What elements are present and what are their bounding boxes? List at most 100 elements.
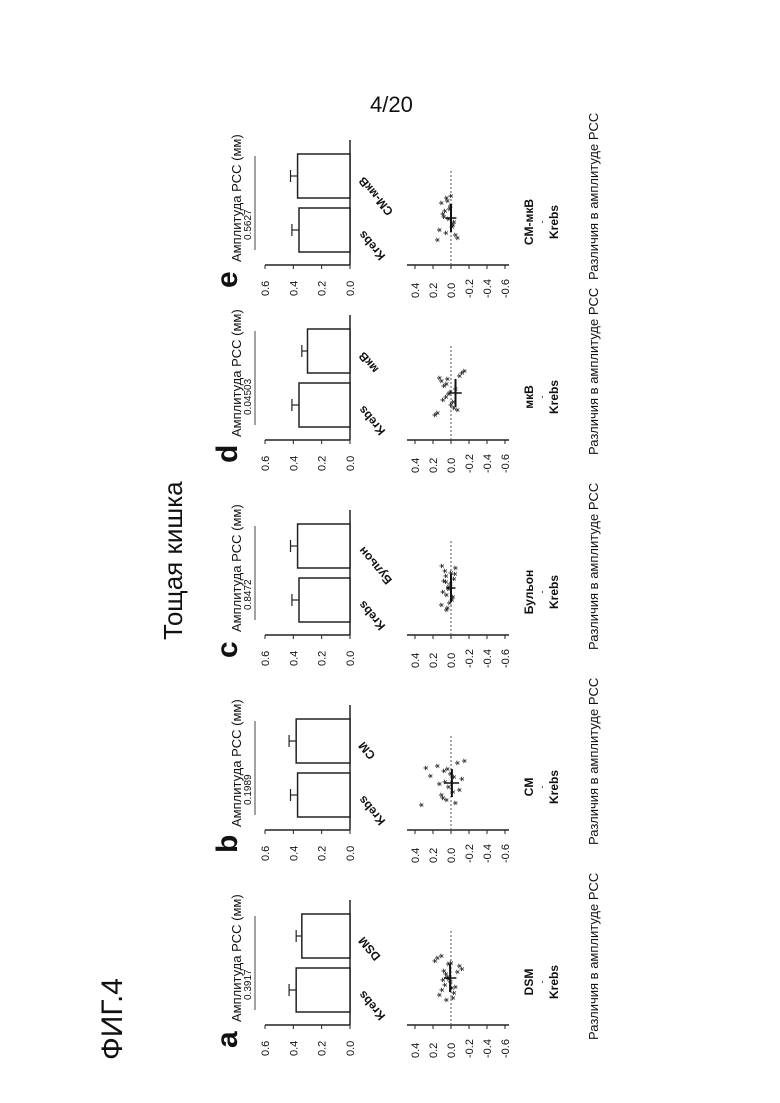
category-label: Krebs xyxy=(355,793,388,828)
diff-minus: - xyxy=(537,786,547,789)
category-label: Бульон xyxy=(356,544,395,587)
diff-point: * xyxy=(442,766,457,771)
diff-point: * xyxy=(452,969,467,974)
diff-tick-label: -0.4 xyxy=(482,844,494,863)
diff-tick-label: 0.0 xyxy=(446,458,458,473)
diff-point: * xyxy=(448,774,463,779)
panel-e: eАмплитуда PCC (мм)Различия в амплитуде … xyxy=(211,113,601,298)
diff-point: * xyxy=(454,787,469,792)
diff-point: * xyxy=(448,222,463,227)
diff-point: * xyxy=(416,802,431,807)
bar-tick-label: 0.0 xyxy=(345,846,357,861)
bar-tick-label: 0.2 xyxy=(317,1041,329,1056)
diff-vs-label: Krebs xyxy=(547,965,561,999)
category-label: Krebs xyxy=(355,228,388,263)
diff-tick-label: 0.0 xyxy=(446,283,458,298)
diff-group-label: CM-мкВ xyxy=(522,199,536,246)
ylabel-amplitude: Амплитуда PCC (мм) xyxy=(229,134,244,262)
diff-minus: - xyxy=(537,981,547,984)
diff-group-label: мкВ xyxy=(522,385,536,409)
diff-tick-label: 0.2 xyxy=(428,283,440,298)
bar-Krebs xyxy=(298,773,350,817)
p-value: 0.3917 xyxy=(243,969,254,1000)
panel-b: b Амплитуда PCC (мм) Различия в амплитуде … xyxy=(211,678,601,863)
category-label: Krebs xyxy=(355,598,388,633)
diff-point: * xyxy=(432,410,447,415)
diff-tick-label: 0.2 xyxy=(428,653,440,668)
diff-tick-label: -0.6 xyxy=(500,844,512,863)
diff-point: * xyxy=(440,579,455,584)
ylabel-difference: Различия в амплитуде PCC xyxy=(586,483,601,650)
bar-tick-label: 0.4 xyxy=(288,1041,300,1056)
p-value: 0.5627 xyxy=(243,209,254,240)
diff-tick-label: -0.4 xyxy=(482,454,494,473)
panel-letter: c xyxy=(211,641,244,658)
diff-tick-label: -0.6 xyxy=(500,649,512,668)
diff-point: * xyxy=(436,953,451,958)
bar-tick-label: 0.6 xyxy=(260,281,272,296)
ylabel-amplitude: Амплитуда PCC (мм) xyxy=(229,309,244,437)
panel-letter: e xyxy=(211,271,244,288)
bar-tick-label: 0.4 xyxy=(288,651,300,666)
diff-tick-label: -0.2 xyxy=(464,454,476,473)
diff-point: * xyxy=(440,230,455,235)
bar-tick-label: 0.0 xyxy=(345,456,357,471)
diff-tick-label: -0.2 xyxy=(464,844,476,863)
category-label: CM-мкВ xyxy=(355,174,396,219)
diff-tick-label: 0.2 xyxy=(428,458,440,473)
diff-minus: - xyxy=(537,221,547,224)
diff-point: * xyxy=(437,563,452,568)
diff-point: * xyxy=(447,985,462,990)
category-label: DSM xyxy=(356,934,384,963)
ylabel-amplitude: Амплитуда PCC (мм) xyxy=(229,504,244,632)
diff-tick-label: 0.2 xyxy=(428,1043,440,1058)
diff-tick-label: 0.0 xyxy=(446,653,458,668)
bar-tick-label: 0.2 xyxy=(317,281,329,296)
diff-minus: - xyxy=(537,396,547,399)
panel-letter: d xyxy=(211,445,244,463)
bar-Krebs xyxy=(299,578,350,622)
category-label: CM xyxy=(356,739,379,762)
diff-vs-label: Krebs xyxy=(547,770,561,804)
ylabel-amplitude: Амплитуда PCC (мм) xyxy=(229,699,244,827)
diff-tick-label: -0.6 xyxy=(500,279,512,298)
diff-vs-label: Krebs xyxy=(547,205,561,239)
diff-tick-label: -0.4 xyxy=(482,279,494,298)
diff-point: * xyxy=(459,758,474,763)
bar-tick-label: 0.0 xyxy=(345,281,357,296)
panel-c: c Амплитуда PCC (мм) Различия в амплитуде … xyxy=(211,483,601,668)
bar-tick-label: 0.2 xyxy=(317,846,329,861)
bar-tick-label: 0.0 xyxy=(345,1041,357,1056)
diff-tick-label: 0.2 xyxy=(428,848,440,863)
bar-tick-label: 0.6 xyxy=(260,456,272,471)
diff-tick-label: 0.4 xyxy=(410,653,422,668)
diff-minus: - xyxy=(537,591,547,594)
diff-tick-label: 0.4 xyxy=(410,848,422,863)
bar-tick-label: 0.2 xyxy=(317,456,329,471)
diff-point: * xyxy=(445,389,460,394)
p-value: 0.04503 xyxy=(243,378,254,415)
category-label: Krebs xyxy=(355,988,388,1023)
category-label: Krebs xyxy=(355,403,388,438)
panel-a: aАмплитуда PCC (мм)Различия в амплитуде … xyxy=(211,873,601,1058)
bar-tick-label: 0.4 xyxy=(288,281,300,296)
bar-Бульон xyxy=(298,524,350,568)
diff-point: * xyxy=(438,795,453,800)
diff-point: * xyxy=(432,237,447,242)
diff-tick-label: -0.2 xyxy=(464,1039,476,1058)
diff-point: * xyxy=(459,368,474,373)
diff-tick-label: -0.6 xyxy=(500,454,512,473)
bar-DSM xyxy=(302,914,350,958)
diff-tick-label: 0.4 xyxy=(410,458,422,473)
ylabel-difference: Различия в амплитуде PCC xyxy=(586,678,601,845)
diff-tick-label: 0.0 xyxy=(446,848,458,863)
bar-tick-label: 0.6 xyxy=(260,651,272,666)
p-value: 0.8472 xyxy=(243,579,254,610)
category-label: мкВ xyxy=(355,349,381,376)
diff-tick-label: -0.4 xyxy=(482,1039,494,1058)
diff-tick-label: 0.0 xyxy=(446,1043,458,1058)
diff-tick-label: -0.2 xyxy=(464,279,476,298)
bar-tick-label: 0.2 xyxy=(317,651,329,666)
panel-letter: b xyxy=(211,835,244,853)
